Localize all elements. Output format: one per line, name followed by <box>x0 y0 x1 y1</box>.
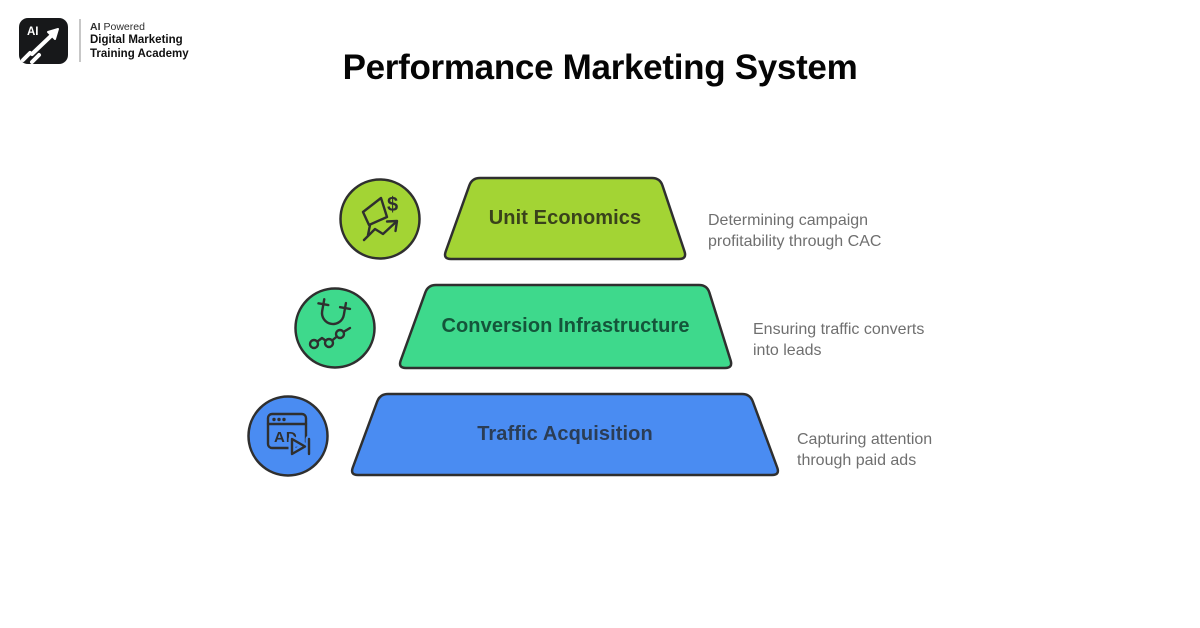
brand-divider <box>79 19 81 62</box>
funnel-level-traffic-acquisition <box>350 392 780 477</box>
brand-name-line1: Digital Marketing <box>90 34 183 46</box>
funnel-level-unit-economics <box>443 176 687 261</box>
brand-name-line2: Training Academy <box>90 47 189 60</box>
funnel-label-conversion-infrastructure: Conversion Infrastructure <box>441 315 690 337</box>
description-line: Ensuring traffic converts <box>753 321 925 338</box>
description-line: Determining campaign <box>708 212 869 229</box>
funnel-label-unit-economics: Unit Economics <box>488 207 642 229</box>
description-traffic-acquisition: Capturing attention through paid ads <box>797 429 932 471</box>
megaphone-dollar-growth-icon: $ <box>339 178 421 260</box>
dollar-glyph: $ <box>387 194 398 216</box>
description-unit-economics: Determining campaign profitability throu… <box>708 210 881 252</box>
description-conversion-infrastructure: Ensuring traffic converts into leads <box>753 319 924 361</box>
page-title: Performance Marketing System <box>342 48 858 87</box>
funnel-level-conversion-infrastructure <box>398 283 733 370</box>
description-line: through paid ads <box>797 452 917 469</box>
brand-tagline-rest: Powered <box>103 21 145 33</box>
description-line: profitability through CAC <box>708 233 882 250</box>
brand-logo-icon: AI <box>19 18 68 64</box>
funnel-label-traffic-acquisition: Traffic Acquisition <box>477 423 653 445</box>
brand-tagline-bold: AI <box>90 21 101 33</box>
logo-arrowhead <box>47 28 59 40</box>
logo-ai-text: AI <box>27 26 39 38</box>
logo-growth-arrow-icon <box>21 33 54 64</box>
magnet-analytics-icon <box>294 287 376 369</box>
description-line: Capturing attention <box>797 431 933 448</box>
description-line: into leads <box>753 342 822 359</box>
ad-browser-icon: AD <box>247 395 329 477</box>
